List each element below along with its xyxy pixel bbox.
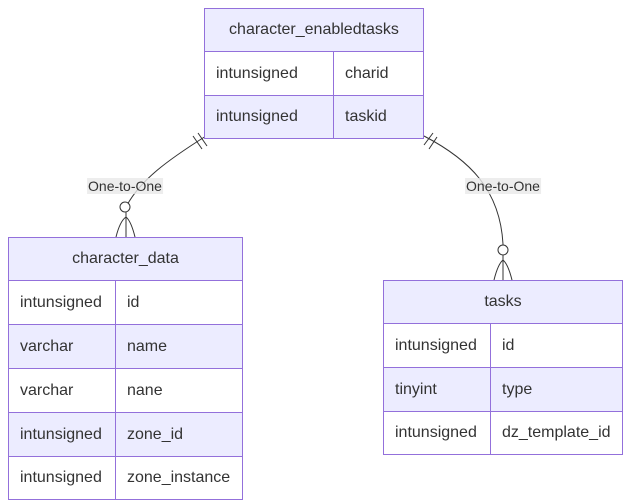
attribute-name: dz_template_id (502, 424, 611, 441)
entity-tasks: tasks intunsigned id tinyint type intuns… (383, 280, 623, 455)
attribute-name: zone_id (127, 426, 184, 443)
attribute-row: varchar name (9, 325, 242, 369)
attribute-name: id (502, 337, 515, 354)
entity-title: tasks (384, 281, 622, 324)
attribute-row: intunsigned zone_instance (9, 457, 242, 499)
attribute-name: charid (345, 65, 389, 82)
entity-title: character_enabledtasks (205, 9, 423, 52)
relationship-line-tasks (423, 135, 504, 280)
exactly-one-marker (423, 132, 434, 146)
exactly-one-marker (197, 132, 208, 147)
attribute-type: tinyint (384, 368, 491, 411)
attribute-type: intunsigned (384, 412, 491, 454)
attribute-row: intunsigned id (9, 281, 242, 325)
attribute-name: id (127, 294, 140, 311)
relationship-label: One-to-One (465, 178, 541, 194)
attribute-type: varchar (9, 325, 116, 368)
attribute-name: name (127, 338, 168, 355)
many-marker (493, 259, 513, 281)
attribute-name: type (502, 381, 533, 398)
attribute-name: nane (127, 382, 163, 399)
attribute-type: intunsigned (384, 324, 491, 367)
attribute-type: intunsigned (9, 413, 116, 456)
many-marker (115, 216, 136, 238)
attribute-type: intunsigned (205, 96, 334, 138)
attribute-row: intunsigned charid (205, 52, 423, 96)
attribute-row: intunsigned id (384, 324, 622, 368)
exactly-one-marker (192, 135, 203, 150)
entity-character-enabledtasks: character_enabledtasks intunsigned chari… (204, 8, 424, 139)
attribute-row: intunsigned zone_id (9, 413, 242, 457)
entity-character-data: character_data intunsigned id varchar na… (8, 237, 243, 500)
entity-title: character_data (9, 238, 242, 281)
attribute-name: taskid (345, 108, 387, 125)
exactly-one-marker (428, 136, 438, 150)
attribute-row: intunsigned taskid (205, 96, 423, 138)
attribute-type: intunsigned (9, 281, 116, 324)
zero-marker (497, 244, 509, 256)
attribute-row: intunsigned dz_template_id (384, 412, 622, 454)
attribute-type: varchar (9, 369, 116, 412)
attribute-name: zone_instance (127, 469, 231, 486)
zero-marker (119, 201, 131, 213)
attribute-type: intunsigned (9, 457, 116, 499)
attribute-type: intunsigned (205, 52, 334, 95)
attribute-row: varchar nane (9, 369, 242, 413)
relationship-label: One-to-One (87, 178, 163, 194)
attribute-row: tinyint type (384, 368, 622, 412)
